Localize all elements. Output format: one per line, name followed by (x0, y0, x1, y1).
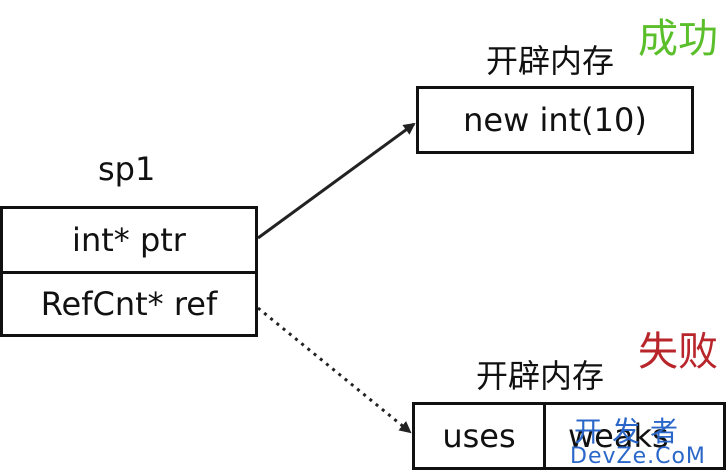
fail-status: 失败 (638, 329, 718, 375)
sp1-ptr-field: int* ptr (0, 206, 258, 274)
new-int-box: new int(10) (416, 86, 694, 154)
watermark-en: DevZe.CoM (570, 444, 706, 469)
uses-field: uses (412, 402, 546, 470)
top-memory-caption: 开辟内存 (486, 42, 615, 80)
sp1-ref-field: RefCnt* ref (0, 271, 258, 337)
bottom-memory-caption: 开辟内存 (476, 357, 605, 395)
sp1-label: sp1 (98, 150, 156, 188)
fail-arrow (257, 306, 412, 434)
success-status: 成功 (638, 16, 718, 62)
watermark-cn: 开发者 (574, 415, 689, 448)
success-arrow (257, 122, 416, 240)
weaks-field: weaks (543, 402, 726, 470)
watermark-logo: 开发者 DevZe.CoM (560, 410, 726, 473)
